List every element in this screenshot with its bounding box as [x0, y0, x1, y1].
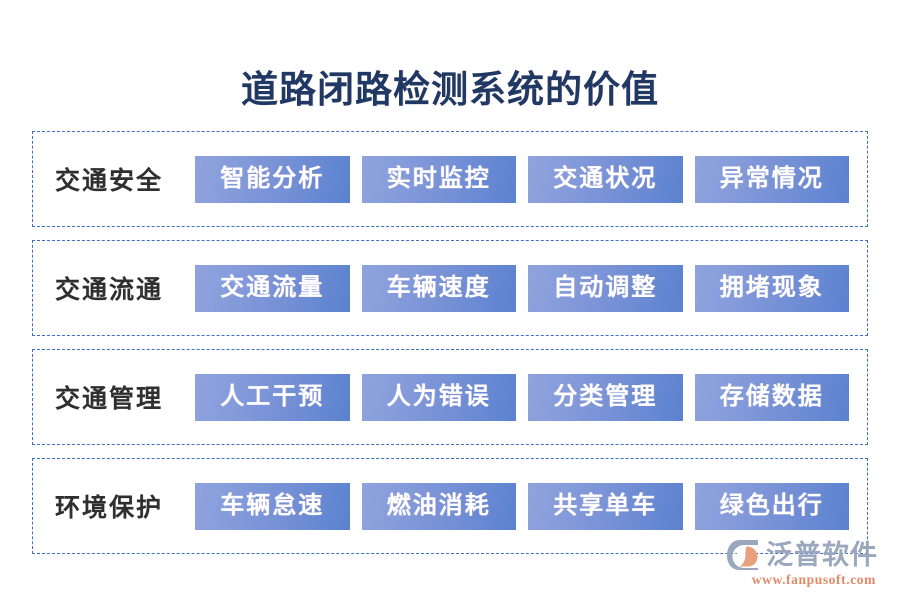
chip-group: 智能分析 实时监控 交通状况 异常情况 [195, 155, 867, 203]
page-title: 道路闭路检测系统的价值 [241, 70, 659, 111]
fanpu-logo-icon [726, 539, 760, 571]
row-label-category: 交通流通 [55, 277, 164, 304]
value-chip[interactable]: 车辆速度 [361, 264, 516, 312]
value-chip[interactable]: 燃油消耗 [361, 482, 516, 530]
logo-brand-name: 泛普软件 [766, 540, 878, 570]
row-label-category: 环境保护 [55, 495, 164, 522]
brand-logo: 泛普软件 www.fanpusoft.com [726, 539, 878, 588]
value-chip[interactable]: 实时监控 [361, 155, 516, 203]
value-rows-container: 交通安全 智能分析 实时监控 交通状况 异常情况 交通流通 交通流量 车辆速度 … [32, 131, 868, 554]
value-chip[interactable]: 拥堵现象 [694, 264, 849, 312]
logo-row: 泛普软件 [726, 539, 878, 571]
value-chip[interactable]: 智能分析 [195, 155, 350, 203]
value-chip[interactable]: 交通流量 [195, 264, 350, 312]
value-row: 交通安全 智能分析 实时监控 交通状况 异常情况 [32, 131, 868, 227]
value-row: 交通管理 人工干预 人为错误 分类管理 存储数据 [32, 349, 868, 445]
value-chip[interactable]: 人工干预 [195, 373, 350, 421]
value-chip[interactable]: 存储数据 [694, 373, 849, 421]
row-label-category: 交通管理 [55, 386, 164, 413]
chip-group: 交通流量 车辆速度 自动调整 拥堵现象 [195, 264, 867, 312]
value-chip[interactable]: 车辆怠速 [195, 482, 350, 530]
value-chip[interactable]: 绿色出行 [694, 482, 849, 530]
value-chip[interactable]: 共享单车 [528, 482, 683, 530]
value-row: 交通流通 交通流量 车辆速度 自动调整 拥堵现象 [32, 240, 868, 336]
row-label-category: 交通安全 [55, 168, 164, 195]
logo-website-url: www.fanpusoft.com [751, 572, 876, 587]
value-chip[interactable]: 异常情况 [694, 155, 849, 203]
value-chip[interactable]: 人为错误 [361, 373, 516, 421]
value-chip[interactable]: 分类管理 [528, 373, 683, 421]
chip-group: 车辆怠速 燃油消耗 共享单车 绿色出行 [195, 482, 867, 530]
value-chip[interactable]: 交通状况 [528, 155, 683, 203]
value-chip[interactable]: 自动调整 [528, 264, 683, 312]
chip-group: 人工干预 人为错误 分类管理 存储数据 [195, 373, 867, 421]
value-row: 环境保护 车辆怠速 燃油消耗 共享单车 绿色出行 [32, 458, 868, 554]
